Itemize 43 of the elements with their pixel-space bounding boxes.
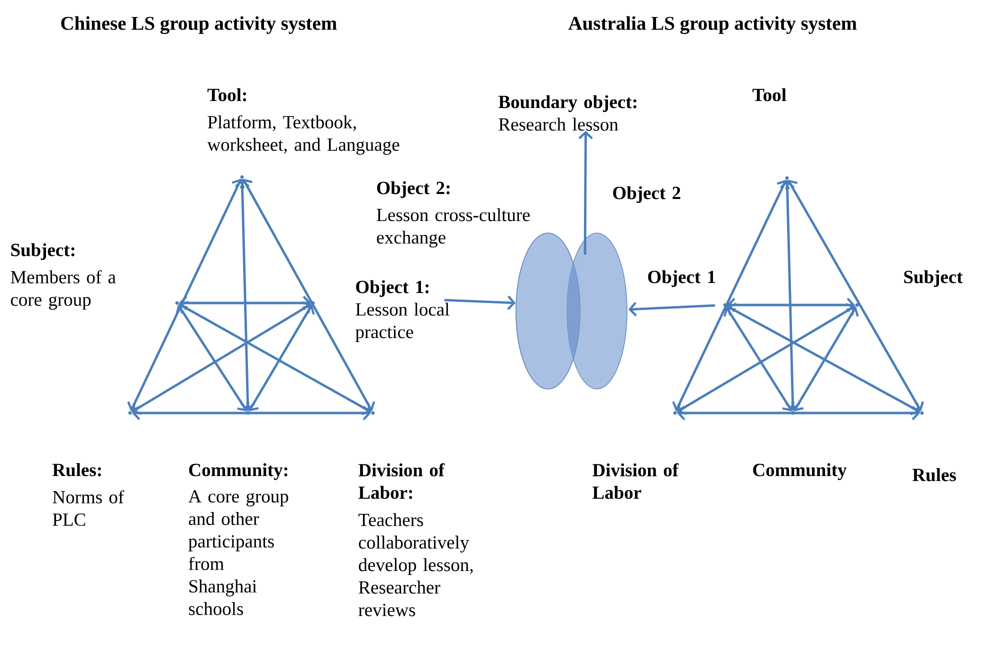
label-text: Platform, Textbook, worksheet, and Language [207, 115, 400, 155]
double-arrow [676, 406, 920, 420]
label-heading: Rules [912, 468, 956, 482]
label-heading: Object 1 [648, 270, 716, 287]
double-arrow [723, 306, 795, 412]
double-arrow [127, 178, 245, 412]
double-arrow [234, 178, 256, 412]
label-heading: Object 2: [377, 181, 450, 198]
double-arrow [132, 406, 372, 420]
label-heading: Object 2 [613, 186, 680, 203]
double-arrow [791, 306, 859, 412]
double-arrow [726, 302, 920, 416]
label-heading: Community: [189, 463, 288, 480]
double-arrow [176, 304, 250, 412]
label-text: Object 1: Lesson local practice [356, 280, 450, 342]
arrow [444, 295, 516, 310]
double-arrow [672, 180, 790, 412]
label-text: Teachers collaboratively develop lesson, Researcher reviews [358, 513, 473, 616]
title: Australia LS group activity system [568, 16, 857, 34]
label-text: Members of a core group [10, 270, 116, 310]
double-arrow [132, 301, 312, 415]
label-text: Boundary object: Research lesson [498, 95, 636, 131]
label-heading: Tool [752, 88, 786, 102]
label-heading: Community [753, 463, 847, 480]
arrow [628, 302, 716, 316]
title: Chinese LS group activity system [61, 16, 337, 34]
label-heading: Division of Labor: [358, 463, 445, 499]
double-arrow [780, 180, 800, 412]
double-arrow [676, 303, 856, 415]
label-heading: Subject [904, 270, 963, 287]
double-arrow [178, 300, 372, 416]
double-arrow [240, 178, 376, 412]
label-heading: Tool: [208, 88, 246, 102]
double-arrow [246, 304, 315, 412]
label-text: Norms of PLC [52, 490, 124, 526]
double-arrow [178, 296, 312, 310]
label-text: A core group and other participants from Shanghai schools [188, 490, 288, 616]
label-heading: Rules: [52, 463, 101, 476]
label-heading: Subject: [11, 243, 74, 260]
label-heading: Division of Labor [592, 463, 679, 499]
double-arrow [726, 298, 856, 312]
double-arrow [785, 180, 924, 412]
label-text: Lesson cross-culture exchange [376, 208, 530, 248]
